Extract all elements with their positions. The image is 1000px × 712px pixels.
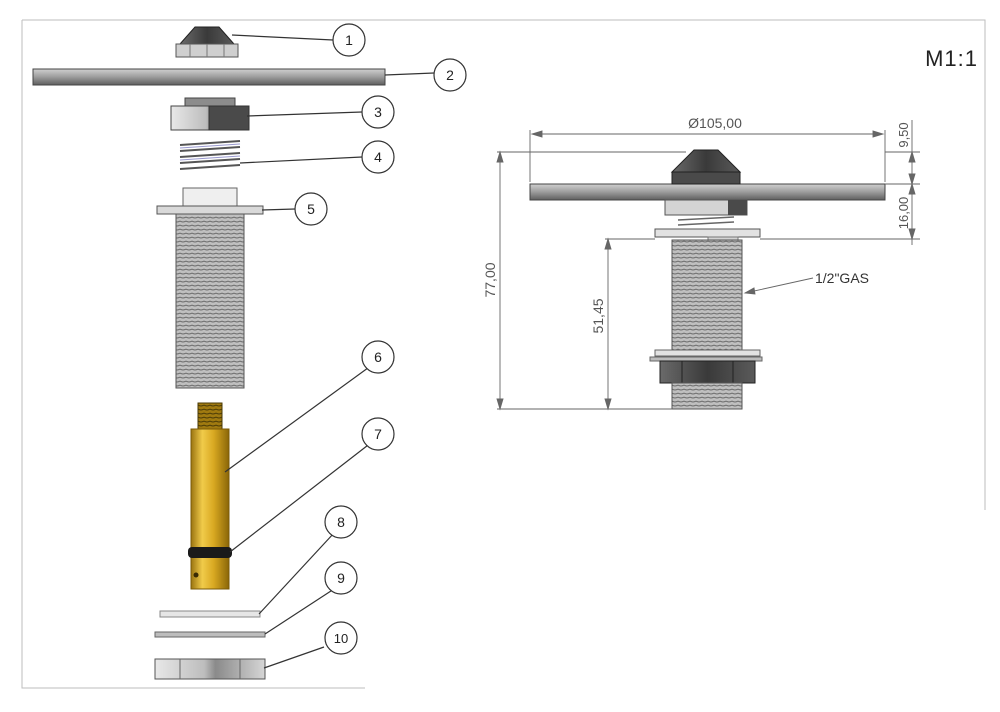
frame-border-left [21, 20, 365, 689]
part-10-nut [154, 658, 266, 680]
balloon-circle-10 [324, 621, 358, 655]
assembled-spring [677, 216, 735, 226]
dim-thread-length: 51,45 [590, 298, 606, 333]
part-7-oring [188, 547, 232, 558]
thread-callout: 1/2"GAS [815, 270, 869, 286]
balloon-circle-1 [332, 23, 366, 57]
assembled-plate [529, 183, 886, 201]
part-9-washer [154, 631, 266, 638]
dimension-lines [496, 120, 920, 411]
balloon-label-2: 2 [446, 67, 454, 83]
balloon-label-3: 3 [374, 104, 382, 120]
dim-flange-height: 16,00 [896, 197, 911, 230]
balloon-circle-7 [361, 417, 395, 451]
leader-lines [224, 34, 435, 669]
dim-total-height: 77,00 [482, 262, 498, 297]
part-4-spring [179, 140, 241, 170]
assembled-thread [671, 239, 743, 353]
balloon-label-1: 1 [345, 32, 353, 48]
balloon-circle-2 [433, 58, 467, 92]
balloon-group: 1 2 3 4 5 6 7 8 9 10 [294, 23, 467, 655]
exploded-view: 1 2 3 4 5 6 7 8 9 10 [32, 23, 467, 680]
balloon-label-9: 9 [337, 570, 345, 586]
part-8-washer [159, 610, 261, 618]
part-1-cap [175, 26, 239, 58]
part-3-nut [170, 97, 250, 131]
balloon-label-10: 10 [334, 631, 348, 646]
balloon-circle-9 [324, 561, 358, 595]
scale-label: M1:1 [925, 46, 978, 71]
dim-diameter: Ø105,00 [688, 115, 742, 131]
balloon-circle-5 [294, 192, 328, 226]
balloon-circle-8 [324, 505, 358, 539]
frame-border [22, 19, 986, 510]
assembled-flange [654, 228, 761, 238]
balloon-label-6: 6 [374, 349, 382, 365]
part-2-plate [32, 68, 386, 86]
balloon-circle-4 [361, 140, 395, 174]
balloon-label-4: 4 [374, 149, 382, 165]
assembled-bottom-nut [659, 360, 756, 384]
assembled-cap [670, 149, 742, 173]
balloon-label-7: 7 [374, 426, 382, 442]
balloon-circle-3 [361, 95, 395, 129]
balloon-label-8: 8 [337, 514, 345, 530]
assembled-view [529, 149, 886, 410]
part-6-stem [190, 402, 230, 590]
balloon-circle-6 [361, 340, 395, 374]
balloon-label-5: 5 [307, 201, 315, 217]
part-5-body [156, 187, 264, 389]
dim-top-thickness: 9,50 [896, 122, 911, 147]
